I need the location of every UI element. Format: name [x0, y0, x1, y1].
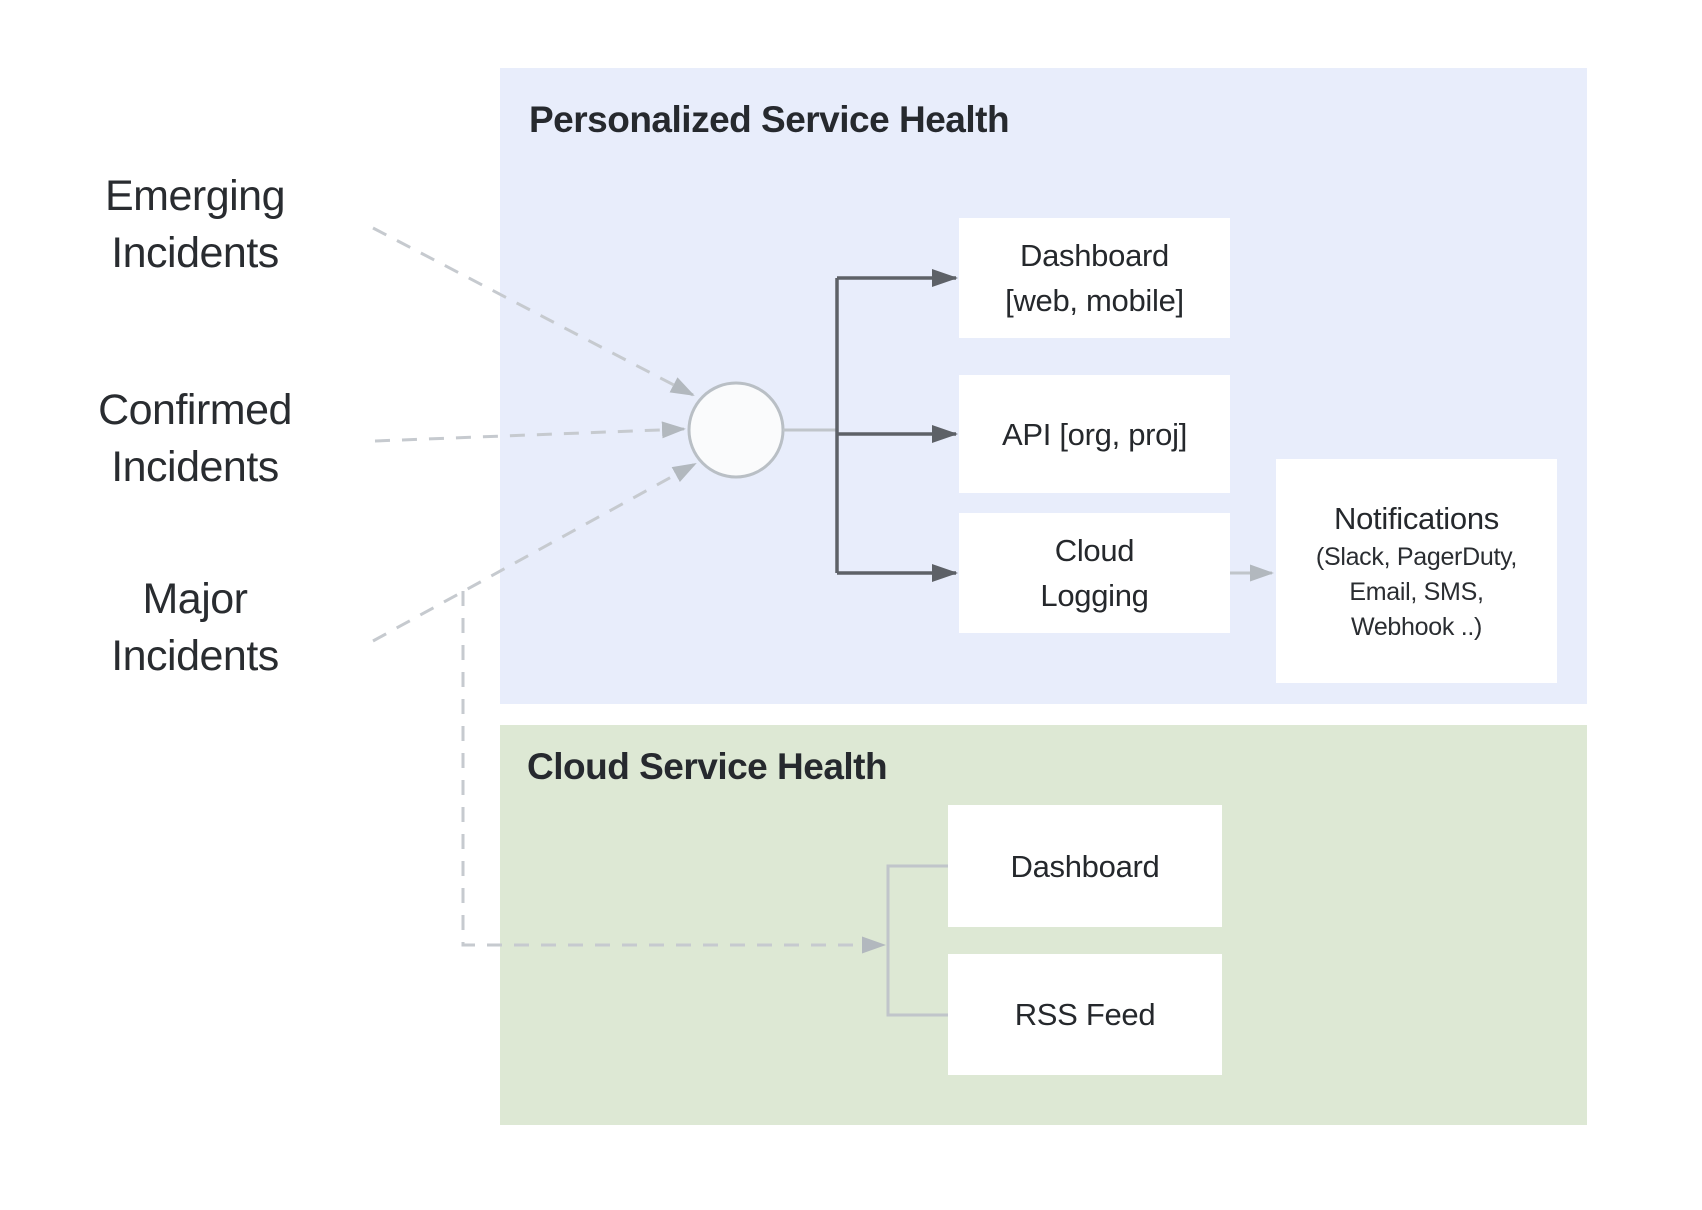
- label-line: Confirmed: [98, 386, 292, 434]
- label-confirmed-incidents: Confirmed Incidents: [60, 382, 330, 496]
- label-line: Emerging: [104, 172, 286, 220]
- node-line: API [org, proj]: [1001, 416, 1188, 452]
- label-major-incidents: Major Incidents: [60, 571, 330, 685]
- label-line: Incidents: [111, 229, 279, 277]
- node-cloud-logging: Cloud Logging: [959, 513, 1230, 633]
- label-line: Major: [142, 575, 248, 623]
- label-line: Incidents: [111, 443, 279, 491]
- node-line: Dashboard: [1010, 848, 1160, 884]
- notifications-channels-line: Email, SMS,: [1349, 577, 1484, 606]
- cloud-panel-title: Cloud Service Health: [527, 746, 888, 787]
- node-line: Logging: [1040, 578, 1149, 613]
- label-emerging-incidents: Emerging Incidents: [60, 168, 330, 282]
- node-notifications: Notifications (Slack, PagerDuty, Email, …: [1276, 459, 1557, 683]
- personalized-panel-title: Personalized Service Health: [529, 99, 1010, 140]
- node-api-org-proj: API [org, proj]: [959, 375, 1230, 493]
- node-line: RSS Feed: [1014, 997, 1156, 1032]
- node-dashboard-web-mobile: Dashboard [web, mobile]: [959, 218, 1230, 338]
- label-line: Incidents: [111, 632, 279, 680]
- node-line: Dashboard: [1020, 238, 1169, 273]
- node-cloud-dashboard: Dashboard: [948, 805, 1222, 927]
- node-line: [web, mobile]: [1005, 283, 1184, 318]
- node-line: Cloud: [1054, 533, 1135, 568]
- notifications-channels-line: (Slack, PagerDuty,: [1315, 542, 1518, 571]
- node-rss-feed: RSS Feed: [948, 954, 1222, 1075]
- notifications-title: Notifications: [1334, 500, 1499, 536]
- notifications-channels-line: Webhook ..): [1350, 612, 1483, 641]
